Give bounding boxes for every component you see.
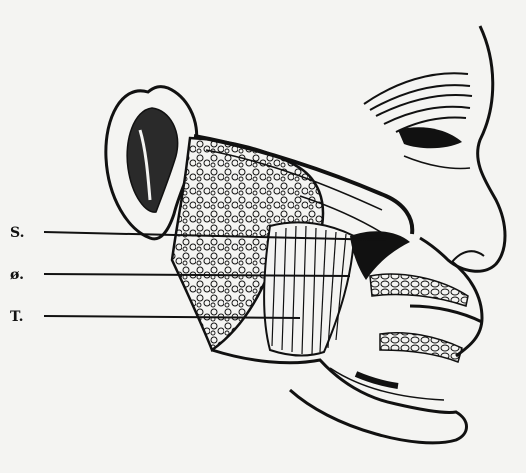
lower-teeth — [380, 333, 462, 362]
label-t: T. — [10, 309, 24, 325]
label-line-t — [44, 316, 300, 318]
label-o: ø. — [10, 267, 24, 283]
eyebrow — [364, 73, 472, 132]
upper-teeth — [370, 274, 468, 306]
nose-outline — [420, 26, 505, 271]
eye-region — [398, 127, 462, 148]
lips — [452, 262, 482, 356]
mouth — [410, 306, 482, 322]
jaw-outline — [212, 350, 467, 443]
label-s: S. — [10, 225, 25, 241]
